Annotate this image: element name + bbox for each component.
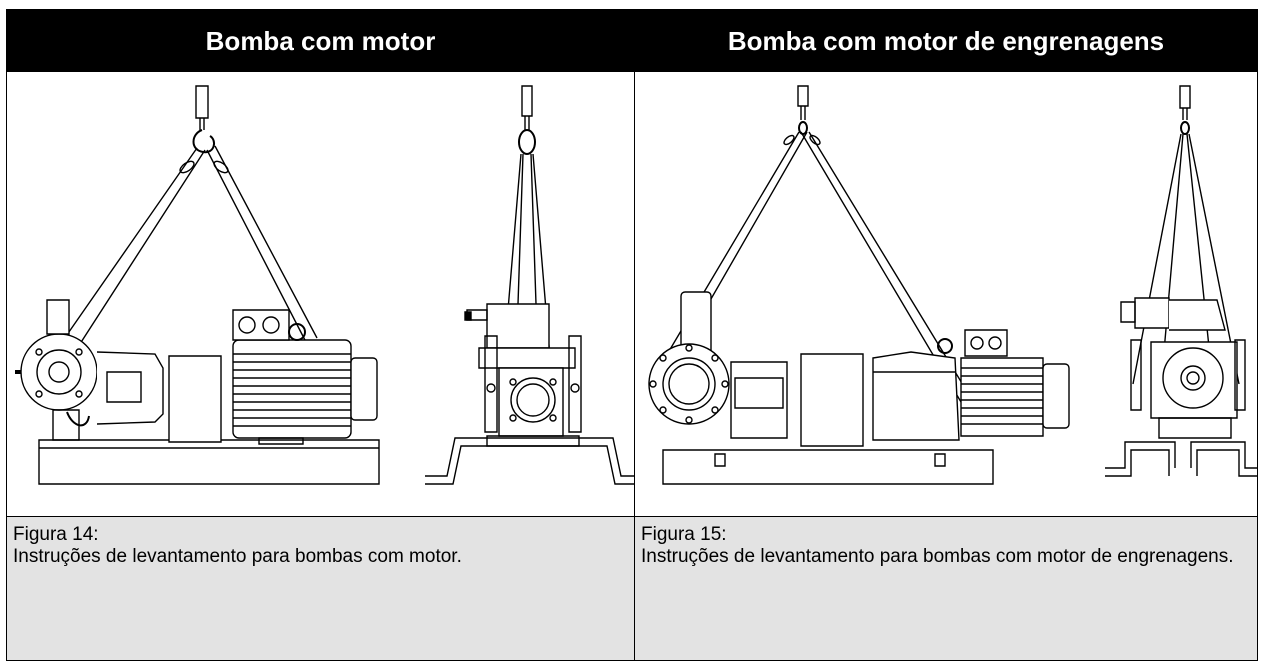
header-pump-with-motor: Bomba com motor xyxy=(7,10,634,72)
caption-figure-15: Figura 15: Instruções de levantamento pa… xyxy=(635,517,1257,660)
end-view-pump-motor xyxy=(425,86,634,484)
column-divider xyxy=(634,10,635,660)
header-pump-with-gear-motor: Bomba com motor de engrenagens xyxy=(635,10,1257,72)
figure-14-drawing xyxy=(7,72,634,516)
row-divider xyxy=(7,516,1257,517)
figure-table: Bomba com motor Bomba com motor de engre… xyxy=(6,9,1258,661)
caption-figure-14: Figura 14: Instruções de levantamento pa… xyxy=(7,517,634,660)
figure-15-drawing xyxy=(635,72,1257,516)
caption-label: Figura 15: xyxy=(641,524,727,545)
end-view-pump-gear-motor xyxy=(1105,86,1257,476)
side-view-pump-gear-motor xyxy=(649,86,1069,484)
side-view-pump-motor xyxy=(15,86,379,484)
caption-label: Figura 14: xyxy=(13,524,99,545)
caption-text: Instruções de levantamento para bombas c… xyxy=(641,546,1234,567)
caption-text: Instruções de levantamento para bombas c… xyxy=(13,546,462,567)
